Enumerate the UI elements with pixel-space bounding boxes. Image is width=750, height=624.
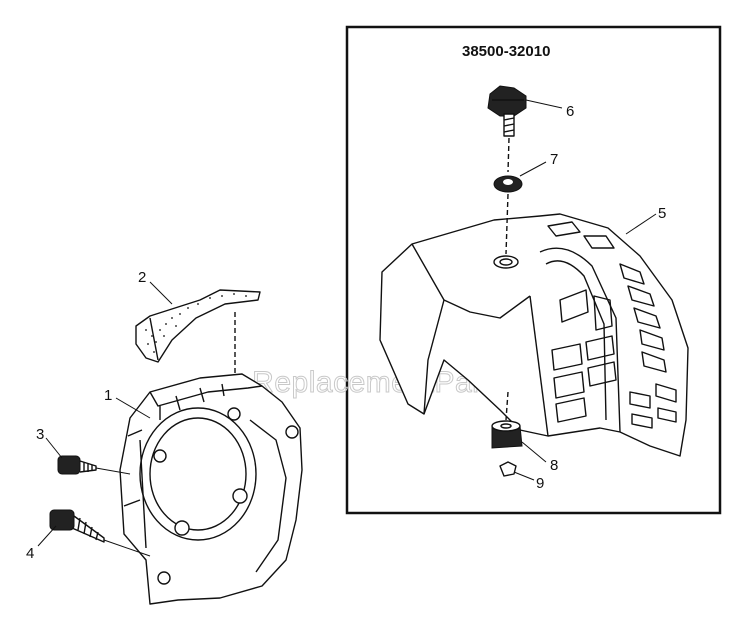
leader-5: [625, 213, 657, 235]
part-3-mount-line: [95, 467, 131, 475]
leader-4: [37, 525, 57, 547]
part-4-mount-line: [103, 539, 151, 557]
part-3-screw: [57, 455, 97, 475]
leader-2: [149, 281, 173, 305]
callout-9: 9: [536, 475, 544, 492]
part-1-fan-housing: [119, 373, 303, 605]
part-8-mount-line: [505, 391, 509, 421]
callout-8: 8: [550, 457, 558, 474]
leader-3: [45, 437, 63, 459]
callout-3: 3: [36, 426, 44, 443]
callout-2: 2: [138, 269, 146, 286]
part-8-grommet: [491, 420, 523, 449]
leader-9: [513, 471, 535, 481]
part-7-washer: [493, 175, 523, 193]
part-4-screw: [49, 509, 105, 543]
callout-5: 5: [658, 205, 666, 222]
part-6-knob: [487, 85, 527, 137]
callout-1: 1: [104, 387, 112, 404]
leader-8: [521, 441, 547, 463]
kit-frame: [345, 25, 722, 515]
part-5-cover: [379, 213, 689, 457]
leader-6: [525, 99, 563, 109]
part-9-nut: [499, 461, 517, 477]
part-2-bracket: [135, 289, 261, 363]
kit-part-number: 38500-32010: [462, 43, 550, 60]
callout-4: 4: [26, 545, 34, 562]
part-6-mount-line: [507, 137, 510, 173]
leader-7: [519, 161, 547, 177]
leader-1: [115, 397, 151, 419]
part-7-mount-line: [505, 193, 509, 255]
callout-6: 6: [566, 103, 574, 120]
callout-7: 7: [550, 151, 558, 168]
